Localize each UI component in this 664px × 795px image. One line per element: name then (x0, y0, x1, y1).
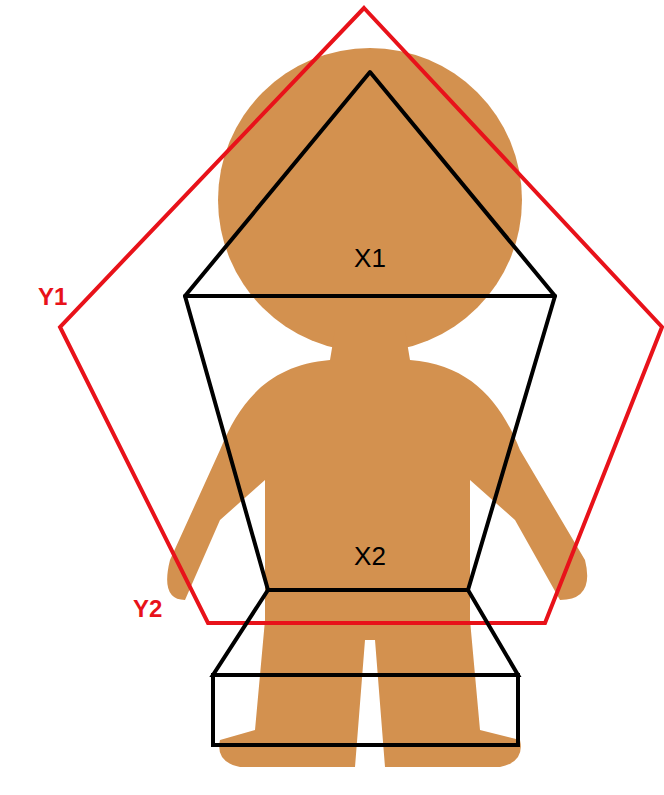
feet-rectangle (213, 675, 518, 745)
outline-polygon (185, 72, 555, 296)
y-label: Y1 (38, 284, 67, 310)
trapezoid-region: X2 (185, 296, 555, 590)
region-label: X2 (354, 542, 386, 571)
leg-trapezoid (213, 590, 518, 675)
outline-polygon (185, 296, 555, 590)
y-label: Y2 (133, 596, 162, 622)
triangle-region: X1 (185, 72, 555, 296)
region-label: X1 (354, 244, 386, 273)
red-pentagon (60, 8, 662, 623)
person-figure (167, 48, 587, 767)
